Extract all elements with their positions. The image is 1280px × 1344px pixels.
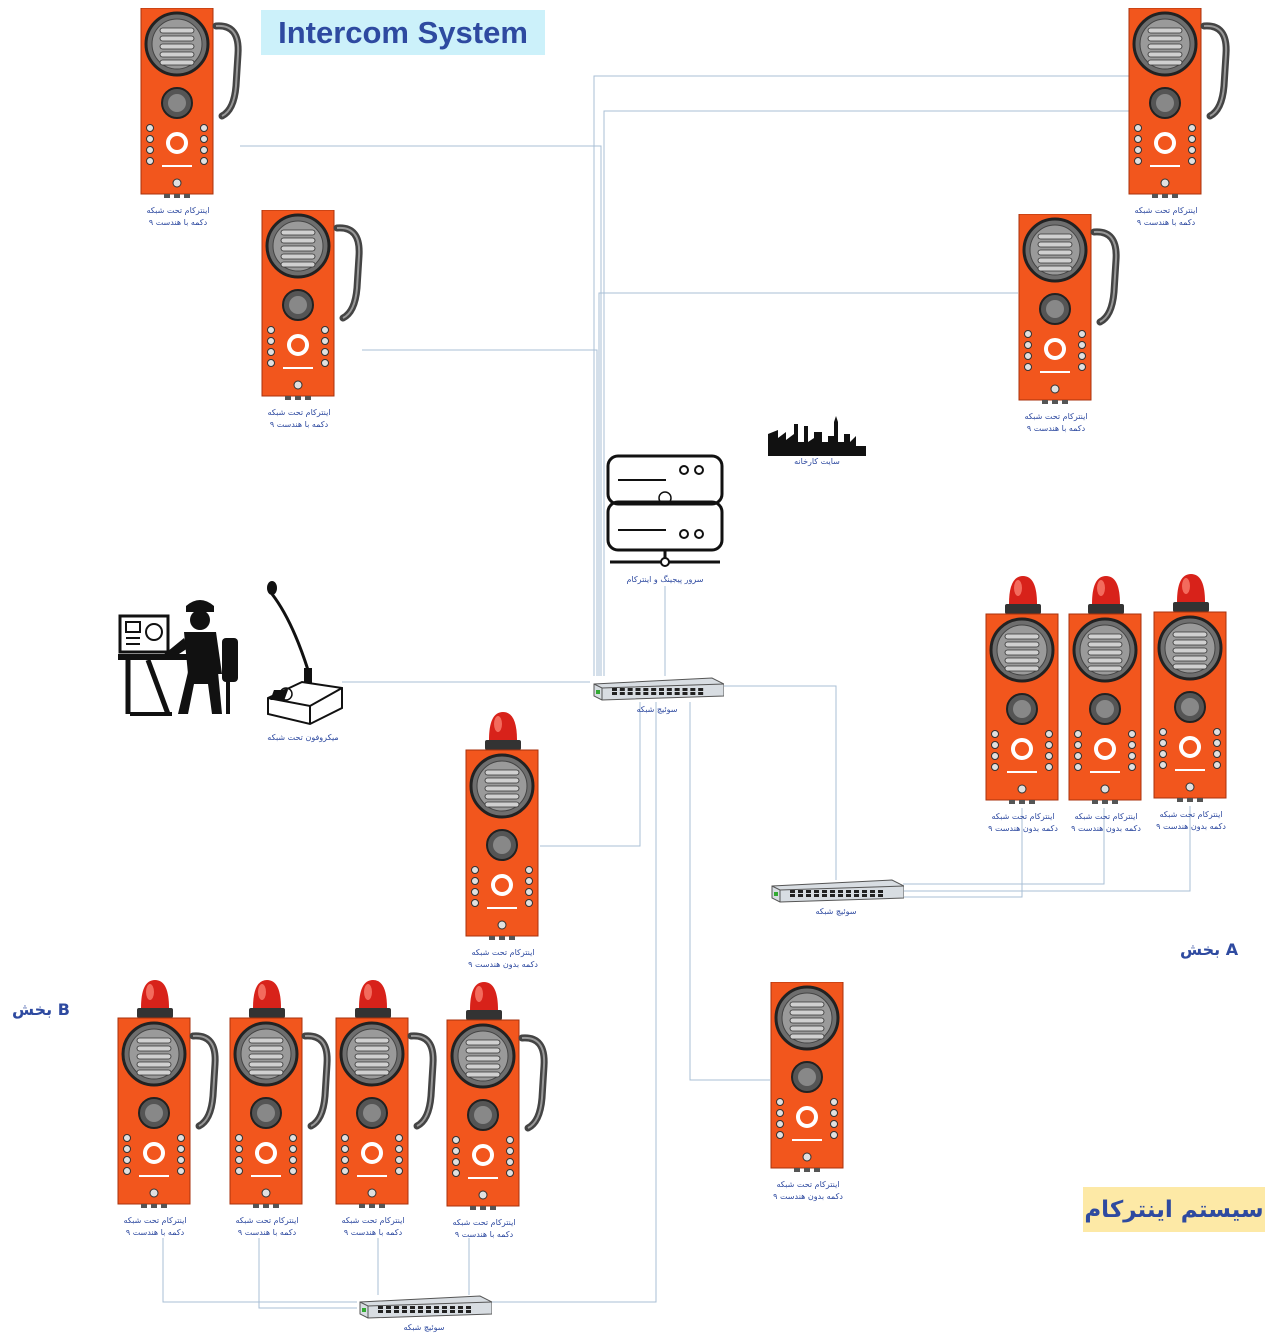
intercom-caption-line2: ۹ دکمه با هندست <box>237 1228 297 1237</box>
intercom-caption-line2: ۹ دکمه بدون هندست <box>773 1192 843 1201</box>
intercom-caption: اینترکام تحت شبکه ۹ دکمه بدون هندست <box>1139 809 1243 833</box>
intercom-caption-line2: ۹ دکمه با هندست <box>148 218 208 227</box>
intercom-with-handset-icon <box>1128 8 1232 198</box>
intercom-caption: اینترکام تحت شبکه ۹ دکمه با هندست <box>1114 205 1218 229</box>
intercom-caption-line2: ۹ دکمه با هندست <box>454 1230 514 1239</box>
intercom-caption-line1: اینترکام تحت شبکه <box>235 1216 299 1225</box>
intercom-caption-line1: اینترکام تحت شبکه <box>267 408 331 417</box>
intercom-caption: اینترکام تحت شبکه ۹ دکمه بدون هندست <box>1054 811 1158 835</box>
intercom-caption: اینترکام تحت شبکه ۹ دکمه بدون هندست <box>451 947 555 971</box>
intercom-caption: اینترکام تحت شبکه ۹ دکمه بدون هندست <box>971 811 1075 835</box>
intercom-caption-line1: اینترکام تحت شبکه <box>1024 412 1088 421</box>
switch-caption: سوئیچ شبکه <box>403 1323 445 1332</box>
intercom-no-handset-icon <box>770 982 846 1172</box>
intercom-caption: اینترکام تحت شبکه ۹ دکمه با هندست <box>321 1215 425 1239</box>
intercom-caption: اینترکام تحت شبکه ۹ دکمه با هندست <box>432 1217 536 1241</box>
intercom-caption-line1: اینترکام تحت شبکه <box>341 1216 405 1225</box>
intercom-caption-line1: اینترکام تحت شبکه <box>1134 206 1198 215</box>
intercom-caption: اینترکام تحت شبکه ۹ دکمه با هندست <box>215 1215 319 1239</box>
intercom-caption: اینترکام تحت شبکه ۹ دکمه با هندست <box>126 205 230 229</box>
intercom-caption-line2: ۹ دکمه بدون هندست <box>1156 822 1226 831</box>
intercom-with-handset-icon <box>335 978 439 1208</box>
intercom-no-handset-icon <box>465 710 541 940</box>
intercom-no-handset-icon <box>1153 572 1229 802</box>
intercom-caption-line2: ۹ دکمه با هندست <box>125 1228 185 1237</box>
server-icon <box>606 454 724 569</box>
intercom-with-handset-icon <box>229 978 333 1208</box>
title-intercom-system: Intercom System <box>261 10 545 55</box>
intercom-caption-line1: اینترکام تحت شبکه <box>991 812 1055 821</box>
intercom-caption-line2: ۹ دکمه با هندست <box>343 1228 403 1237</box>
intercom-no-handset-icon <box>985 574 1061 804</box>
intercom-caption-line1: اینترکام تحت شبکه <box>146 206 210 215</box>
microphone-caption: میکروفون تحت شبکه <box>267 733 339 742</box>
intercom-caption-line1: اینترکام تحت شبکه <box>471 948 535 957</box>
switch-caption: سوئیچ شبکه <box>636 705 678 714</box>
title-intercom-system-fa: سیستم اینترکام <box>1083 1187 1265 1232</box>
intercom-with-handset-icon <box>117 978 221 1208</box>
intercom-caption-line2: ۹ دکمه با هندست <box>1026 424 1086 433</box>
intercom-caption-line1: اینترکام تحت شبکه <box>452 1218 516 1227</box>
network-switch-icon <box>356 1294 492 1320</box>
section-b-label: بخش B <box>12 1000 70 1019</box>
intercom-caption-line1: اینترکام تحت شبکه <box>776 1180 840 1189</box>
intercom-caption-line1: اینترکام تحت شبکه <box>123 1216 187 1225</box>
intercom-caption-line1: اینترکام تحت شبکه <box>1074 812 1138 821</box>
intercom-caption-line2: ۹ دکمه با هندست <box>1136 218 1196 227</box>
intercom-caption-line2: ۹ دکمه بدون هندست <box>468 960 538 969</box>
intercom-with-handset-icon <box>261 210 365 400</box>
intercom-no-handset-icon <box>1068 574 1144 804</box>
server-caption: سرور پیجینگ و اینترکام <box>626 575 704 584</box>
intercom-with-handset-icon <box>1018 214 1122 404</box>
intercom-caption: اینترکام تحت شبکه ۹ دکمه با هندست <box>103 1215 207 1239</box>
factory-caption: سایت کارخانه <box>794 457 840 466</box>
intercom-caption-line2: ۹ دکمه با هندست <box>269 420 329 429</box>
network-switch-icon <box>590 676 724 702</box>
intercom-caption-line1: اینترکام تحت شبکه <box>1159 810 1223 819</box>
intercom-with-handset-icon <box>446 980 550 1210</box>
paging-microphone-icon <box>262 580 344 730</box>
operator-workstation-icon <box>118 594 242 718</box>
intercom-caption-line2: ۹ دکمه بدون هندست <box>1071 824 1141 833</box>
intercom-caption: اینترکام تحت شبکه ۹ دکمه با هندست <box>247 407 351 431</box>
switch-caption: سوئیچ شبکه <box>815 907 857 916</box>
factory-skyline-icon <box>768 412 866 456</box>
intercom-caption: اینترکام تحت شبکه ۹ دکمه با هندست <box>1004 411 1108 435</box>
intercom-caption: اینترکام تحت شبکه ۹ دکمه بدون هندست <box>756 1179 860 1203</box>
network-switch-icon <box>768 878 904 904</box>
intercom-caption-line2: ۹ دکمه بدون هندست <box>988 824 1058 833</box>
section-a-label: بخش A <box>1180 940 1239 959</box>
intercom-with-handset-icon <box>140 8 244 198</box>
